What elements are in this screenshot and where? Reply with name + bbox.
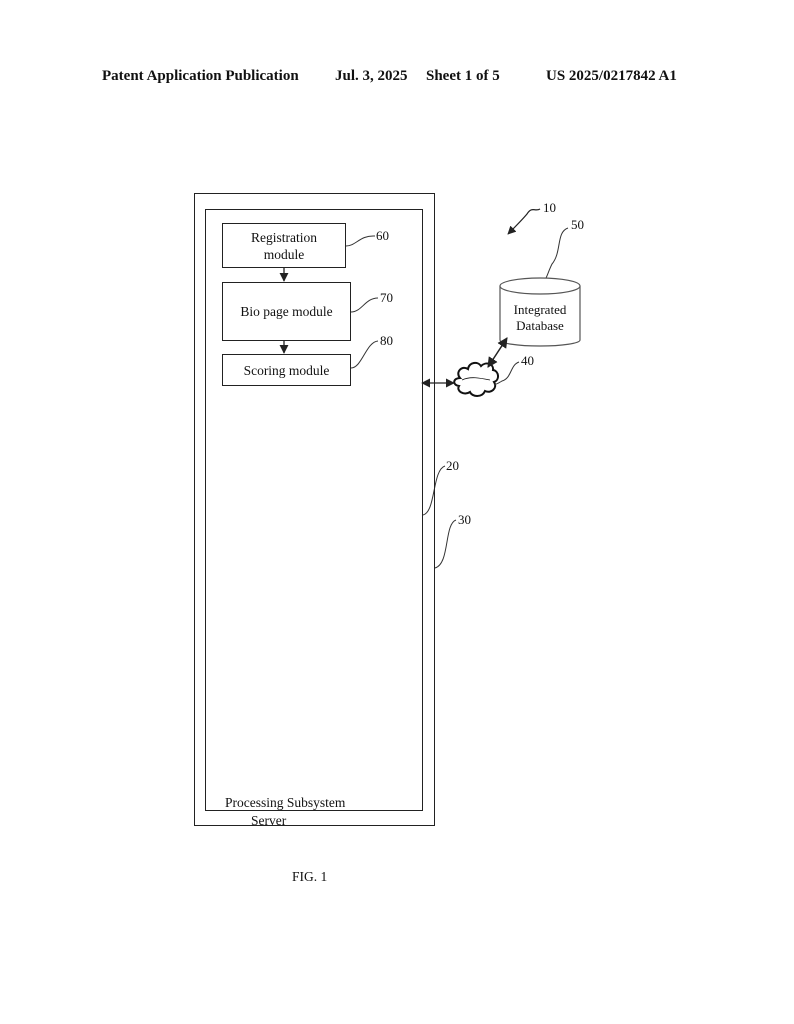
bio-page-module-box: Bio page module	[222, 282, 351, 341]
ref-bio-page: 70	[380, 290, 393, 305]
ref-network: 40	[521, 353, 534, 368]
server-label: Server	[251, 813, 287, 828]
database-label: Integrated Database	[513, 302, 567, 333]
server-box	[194, 193, 435, 826]
publication-number: US 2025/0217842 A1	[546, 68, 677, 84]
processing-subsystem-box	[205, 209, 423, 811]
publication-title: Patent Application Publication	[102, 68, 299, 84]
ref-registration: 60	[376, 228, 389, 243]
figure-caption: FIG. 1	[292, 869, 328, 884]
leader-40	[493, 361, 520, 386]
network-cloud-icon	[453, 361, 499, 397]
bio-page-module-label: Bio page module	[240, 304, 333, 319]
leader-30	[434, 519, 457, 569]
publication-date: Jul. 3, 2025	[335, 68, 408, 84]
arrow-network-database	[487, 337, 508, 368]
leader-50	[545, 227, 569, 279]
ref-scoring: 80	[380, 333, 393, 348]
scoring-module-box: Scoring module	[222, 354, 351, 386]
leader-70	[350, 297, 379, 313]
leader-80	[350, 340, 379, 369]
scoring-module-label: Scoring module	[243, 362, 330, 378]
ref-processing-subsystem: 20	[446, 458, 459, 473]
processing-subsystem-label: Processing Subsystem	[225, 795, 346, 810]
leader-60	[345, 235, 376, 247]
registration-module-label: Registration module	[251, 229, 317, 262]
sheet-number: Sheet 1 of 5	[426, 68, 500, 84]
leader-10	[507, 208, 541, 235]
registration-module-box: Registration module	[222, 223, 346, 268]
ref-system: 10	[543, 200, 556, 215]
ref-server: 30	[458, 512, 471, 527]
ref-database: 50	[571, 217, 584, 232]
